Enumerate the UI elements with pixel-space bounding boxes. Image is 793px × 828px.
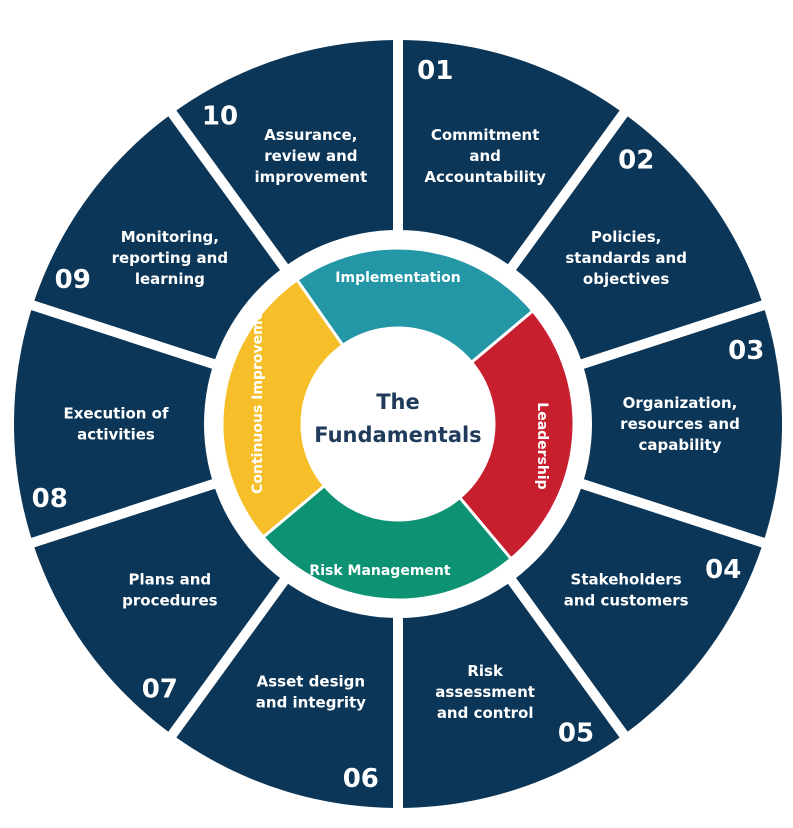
- segment-08-label-line: Execution of: [63, 405, 168, 423]
- segment-09-label-line: reporting and: [112, 249, 229, 267]
- segment-05-label-line: Risk: [467, 662, 504, 680]
- segment-02-label-line: Policies,: [591, 228, 661, 246]
- segment-05-label-line: and control: [437, 704, 534, 722]
- segment-08[interactable]: Execution of activities 08: [32, 405, 169, 515]
- segment-10-number: 10: [202, 102, 238, 132]
- segment-divider: [505, 107, 631, 274]
- segment-09[interactable]: Monitoring, reporting and learning 09: [55, 228, 228, 295]
- continuous-improvement-label: Continuous Improvement: [250, 294, 266, 494]
- segment-divider: [577, 299, 769, 371]
- segment-07-label-line: procedures: [122, 591, 217, 609]
- center-title-line-1: The: [376, 390, 420, 414]
- segment-07-label-line: Plans and: [129, 570, 212, 588]
- segment-06-number: 06: [343, 764, 379, 794]
- segment-01-number: 01: [417, 56, 453, 86]
- segment-06[interactable]: Asset design and integrity 06: [256, 673, 379, 794]
- segment-divider: [165, 107, 291, 274]
- segment-divider: [27, 477, 219, 549]
- segment-divider: [165, 574, 291, 741]
- segment-07[interactable]: Plans and procedures 07: [122, 570, 217, 704]
- segment-10[interactable]: Assurance, review and improvement 10: [202, 102, 367, 186]
- segment-04-label-line: Stakeholders: [571, 570, 682, 588]
- segment-01-label-line: and: [469, 147, 501, 165]
- segment-03[interactable]: Organization, resources and capability 03: [620, 336, 764, 454]
- segment-10-label-line: Assurance,: [264, 126, 357, 144]
- segment-09-label-line: learning: [135, 270, 205, 288]
- segment-03-number: 03: [728, 336, 764, 366]
- segment-02[interactable]: Policies, standards and objectives 02: [565, 145, 687, 288]
- segment-divider: [505, 574, 631, 741]
- segment-09-label-line: Monitoring,: [121, 228, 219, 246]
- segment-04-label-line: and customers: [564, 591, 689, 609]
- segment-03-label-line: Organization,: [623, 394, 738, 412]
- segment-05[interactable]: Risk assessment and control 05: [435, 662, 594, 748]
- center-title-line-2: Fundamentals: [314, 423, 481, 447]
- center-disc: [302, 328, 494, 520]
- segment-10-label-line: improvement: [254, 168, 367, 186]
- segment-02-label-line: objectives: [583, 270, 670, 288]
- center-hub: The Fundamentals: [314, 390, 481, 447]
- segment-02-number: 02: [618, 145, 654, 175]
- segment-03-label-line: capability: [639, 436, 722, 454]
- implementation-label: Implementation: [335, 270, 460, 286]
- segment-01-label-line: Commitment: [431, 126, 540, 144]
- leadership-label: Leadership: [534, 402, 550, 489]
- segment-10-label-line: review and: [264, 147, 357, 165]
- segment-04-number: 04: [705, 555, 741, 585]
- segment-01-label-line: Accountability: [424, 168, 546, 186]
- segment-03-label-line: resources and: [620, 415, 740, 433]
- segment-07-number: 07: [142, 675, 178, 705]
- segment-09-number: 09: [55, 265, 91, 295]
- segment-08-label-line: activities: [77, 426, 155, 444]
- segment-05-number: 05: [558, 718, 594, 748]
- segment-divider: [577, 477, 769, 549]
- segment-06-label-line: and integrity: [256, 694, 366, 712]
- segment-05-label-line: assessment: [435, 683, 535, 701]
- segment-08-number: 08: [32, 484, 68, 514]
- segment-06-label-line: Asset design: [257, 673, 365, 691]
- segment-divider: [27, 299, 219, 371]
- risk-management-label: Risk Management: [309, 563, 450, 579]
- segment-02-label-line: standards and: [565, 249, 687, 267]
- segment-04[interactable]: Stakeholders and customers 04: [564, 555, 742, 609]
